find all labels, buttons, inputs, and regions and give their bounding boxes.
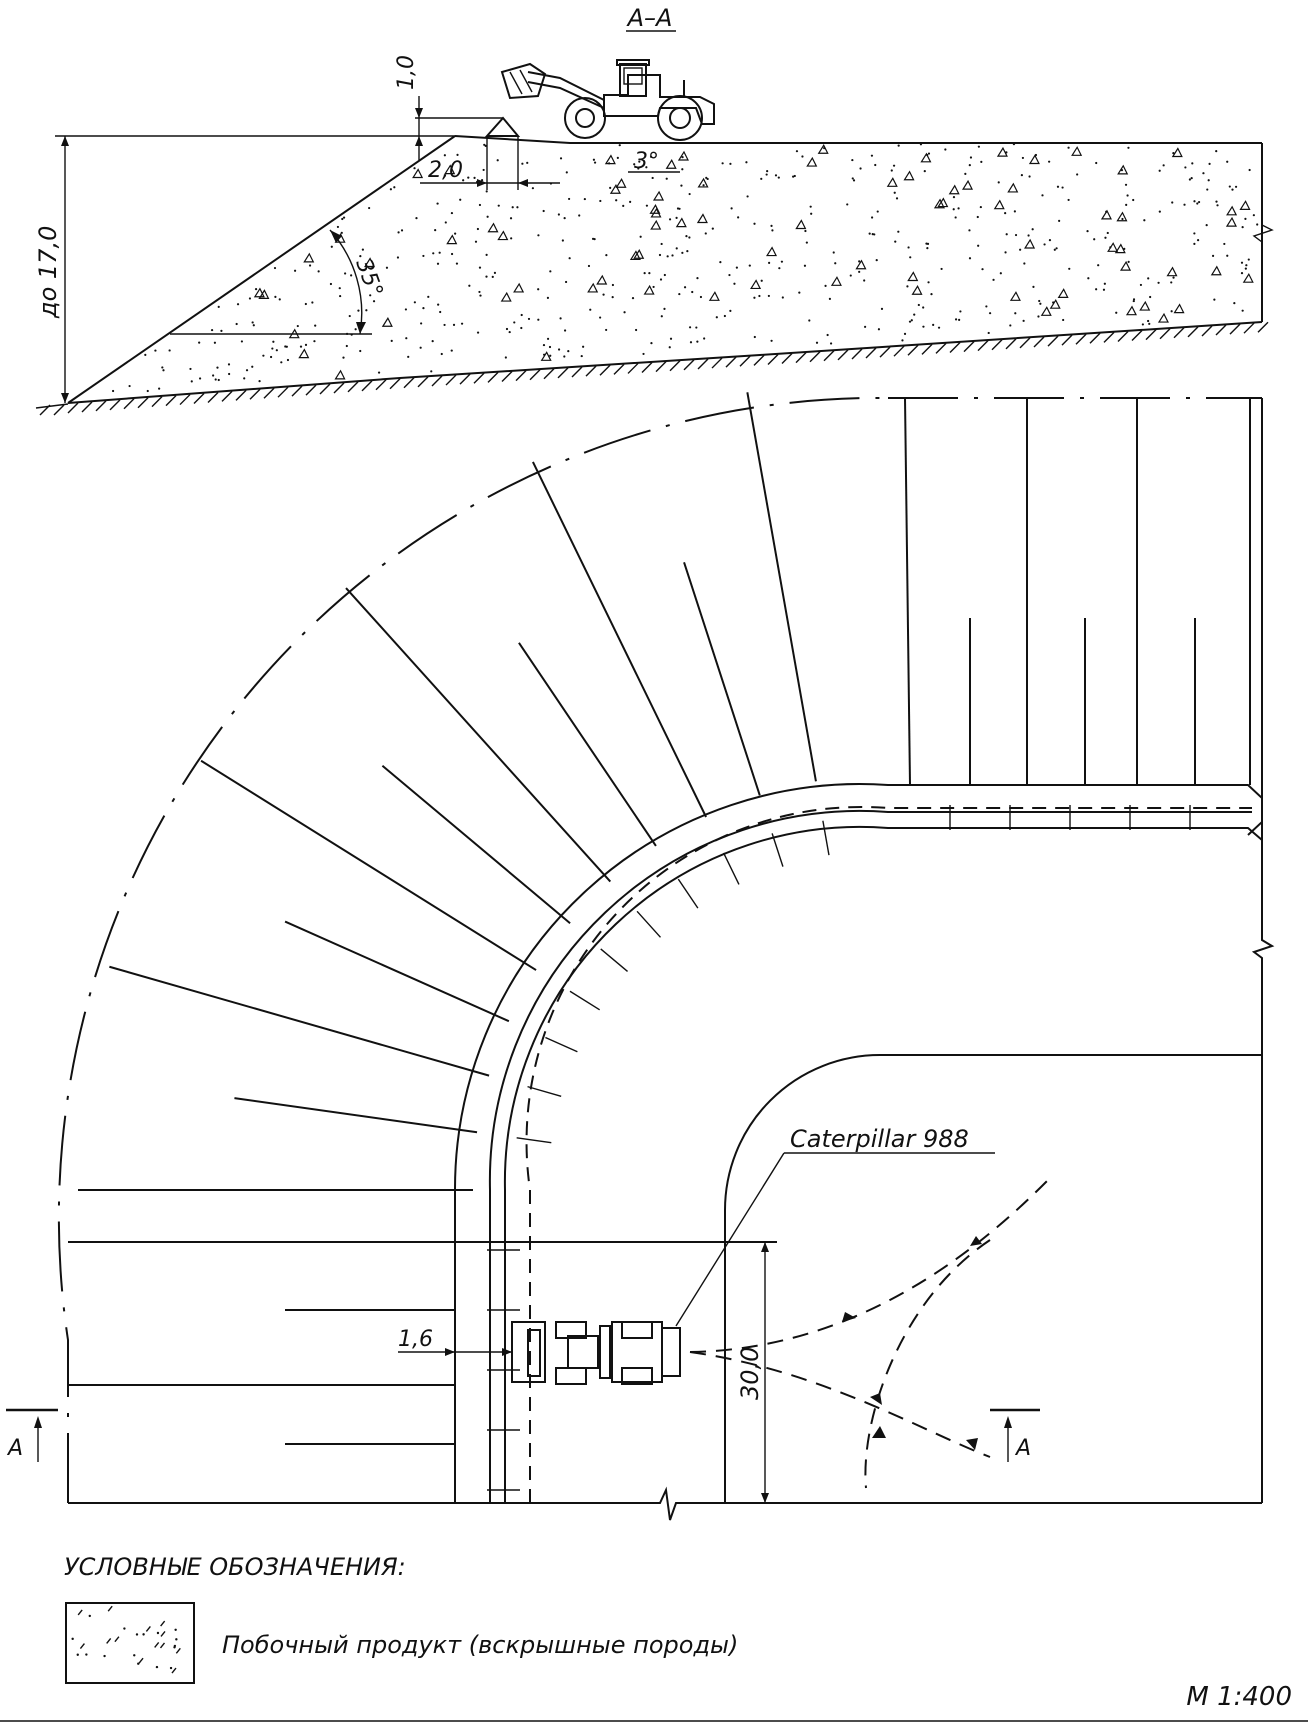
section-mark-left: А <box>6 1408 58 1462</box>
haul-road-dashed <box>525 805 1252 1503</box>
dump-slope-line <box>67 135 456 404</box>
haul-road-center <box>488 809 1252 1503</box>
dimension-length-label: 30,0 <box>736 1347 764 1400</box>
rock-fill-pattern <box>111 143 1259 393</box>
section-mark-right-label: А <box>1014 1436 1031 1461</box>
wheel-loader-plan-view <box>511 1321 681 1385</box>
legend-swatch <box>65 1602 195 1684</box>
dump-right-edge-plan <box>1251 398 1275 1503</box>
break-symbol-right <box>1252 224 1274 243</box>
dimension-berm-height-label: 1,0 <box>394 55 419 90</box>
section-mark-right: А <box>990 1408 1040 1462</box>
dump-crest-line <box>453 783 1263 1503</box>
slope-angle-mark: 35° <box>170 229 387 335</box>
maneuver-routes <box>689 1177 1051 1489</box>
road-ticks <box>487 805 1191 1491</box>
legend-item-label: Побочный продукт (вскрышные породы) <box>222 1631 738 1659</box>
ground-hatch <box>35 321 1269 416</box>
dump-tipping-lines <box>68 392 1251 1445</box>
section-title: А–А <box>626 4 673 32</box>
slope-top-label: 3° <box>634 149 659 174</box>
dimension-offset-label: 1,6 <box>398 1327 433 1352</box>
dimension-berm-height: 1,0 <box>394 55 423 160</box>
wheel-loader-side-view <box>500 59 715 141</box>
dump-base-line <box>67 321 1263 404</box>
haul-road-outer <box>503 825 1263 1503</box>
dimension-offset: 1,6 <box>398 1327 512 1356</box>
inner-boundary <box>724 1054 1262 1503</box>
dimension-height-label: до 17,0 <box>34 226 62 319</box>
dump-outer-boundary-arc <box>57 396 889 1503</box>
section-a-a: А–А 1,0 2,0 3° <box>34 4 1274 416</box>
plan-view: Caterpillar 988 1,6 30,0 <box>6 392 1275 1521</box>
section-mark-left-label: А <box>6 1436 23 1461</box>
dump-top-surface <box>454 135 1262 144</box>
slope-angle-label: 35° <box>350 256 387 301</box>
scale-label: М 1:400 <box>1186 1682 1292 1712</box>
legend-heading: УСЛОВНЫЕ ОБОЗНАЧЕНИЯ: <box>64 1553 406 1581</box>
dump-bottom-edge <box>68 1486 1262 1521</box>
legend-swatch-pattern <box>71 1605 181 1674</box>
dimension-height: до 17,0 <box>34 135 455 403</box>
dimension-berm-width-label: 2,0 <box>428 158 463 183</box>
machine-callout: Caterpillar 988 <box>675 1125 995 1327</box>
safety-berm <box>484 116 521 137</box>
dimension-length: 30,0 <box>736 1242 769 1503</box>
machine-label: Caterpillar 988 <box>790 1125 969 1153</box>
legend: УСЛОВНЫЕ ОБОЗНАЧЕНИЯ: Побочный продукт (… <box>64 1553 738 1684</box>
dimension-berm-width: 2,0 <box>420 136 560 190</box>
